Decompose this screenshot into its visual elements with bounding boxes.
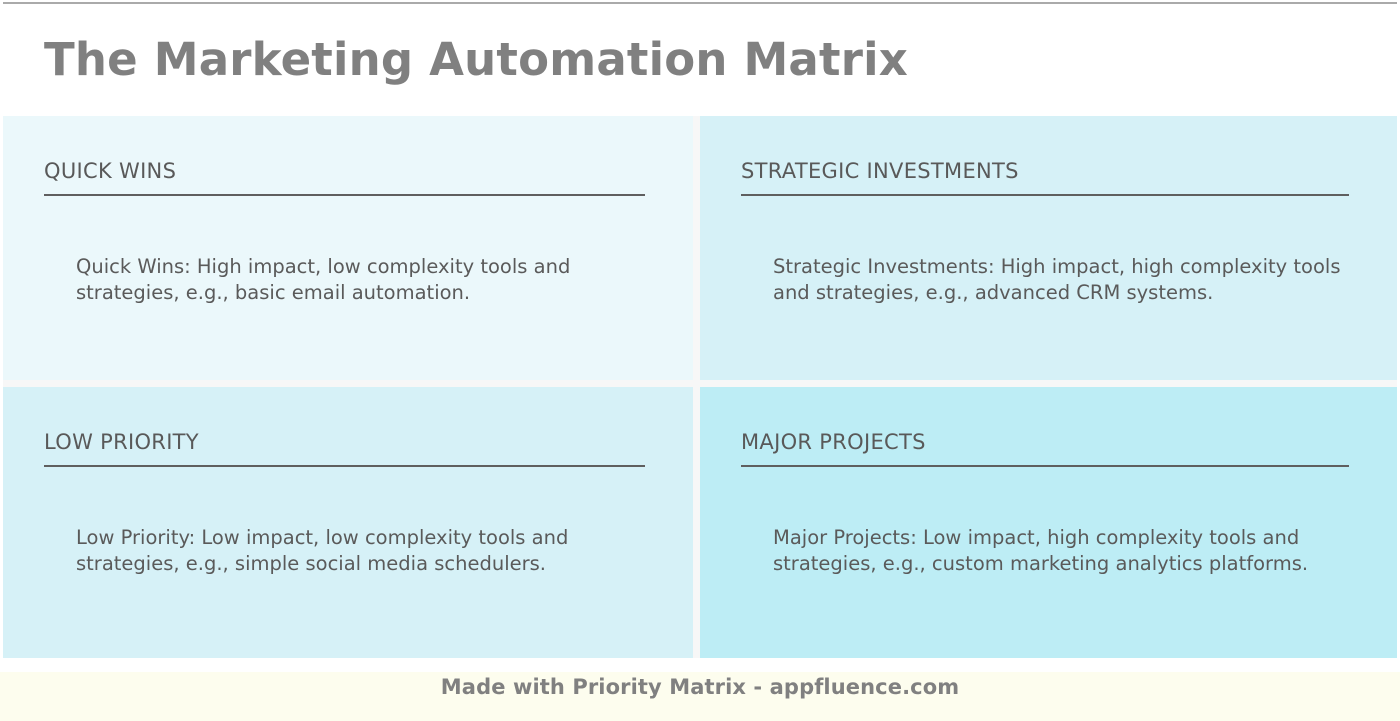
quadrant-major-projects-rule	[741, 465, 1349, 468]
quadrant-quick-wins-rule	[44, 194, 645, 197]
quadrant-major-projects-header: MAJOR PROJECTS	[741, 430, 1349, 468]
quadrant-low-priority[interactable]: LOW PRIORITY Low Priority: Low impact, l…	[3, 387, 700, 658]
quadrant-strategic-investments-rule	[741, 194, 1349, 197]
quadrant-quick-wins-header: QUICK WINS	[44, 159, 645, 197]
quadrant-quick-wins-title: QUICK WINS	[44, 159, 177, 183]
page-footer: Made with Priority Matrix - appfluence.c…	[0, 672, 1400, 721]
quadrant-low-priority-header: LOW PRIORITY	[44, 430, 645, 468]
quadrant-low-priority-title: LOW PRIORITY	[44, 430, 199, 454]
quadrant-major-projects[interactable]: MAJOR PROJECTS Major Projects: Low impac…	[700, 387, 1397, 658]
quadrant-quick-wins[interactable]: QUICK WINS Quick Wins: High impact, low …	[3, 116, 700, 387]
quadrant-low-priority-rule	[44, 465, 645, 468]
matrix-grid: QUICK WINS Quick Wins: High impact, low …	[3, 116, 1397, 658]
quadrant-strategic-investments-header: STRATEGIC INVESTMENTS	[741, 159, 1349, 197]
quadrant-major-projects-body: Major Projects: Low impact, high complex…	[773, 526, 1309, 575]
quadrant-quick-wins-body: Quick Wins: High impact, low complexity …	[76, 255, 571, 304]
quadrant-strategic-investments[interactable]: STRATEGIC INVESTMENTS Strategic Investme…	[700, 116, 1397, 387]
quadrant-major-projects-title: MAJOR PROJECTS	[741, 430, 926, 454]
quadrant-major-projects-panel: MAJOR PROJECTS Major Projects: Low impac…	[700, 387, 1397, 658]
quadrant-strategic-investments-title: STRATEGIC INVESTMENTS	[741, 159, 1019, 183]
page-header: The Marketing Automation Matrix	[3, 4, 1397, 116]
quadrant-low-priority-panel: LOW PRIORITY Low Priority: Low impact, l…	[3, 387, 693, 658]
quadrant-quick-wins-panel: QUICK WINS Quick Wins: High impact, low …	[3, 116, 693, 380]
quadrant-strategic-investments-body: Strategic Investments: High impact, high…	[773, 255, 1341, 304]
quadrant-low-priority-body: Low Priority: Low impact, low complexity…	[76, 526, 569, 575]
page-title: The Marketing Automation Matrix	[44, 33, 908, 87]
top-divider	[3, 2, 1397, 4]
quadrant-strategic-investments-panel: STRATEGIC INVESTMENTS Strategic Investme…	[700, 116, 1397, 380]
footer-credit[interactable]: Made with Priority Matrix - appfluence.c…	[440, 675, 960, 699]
